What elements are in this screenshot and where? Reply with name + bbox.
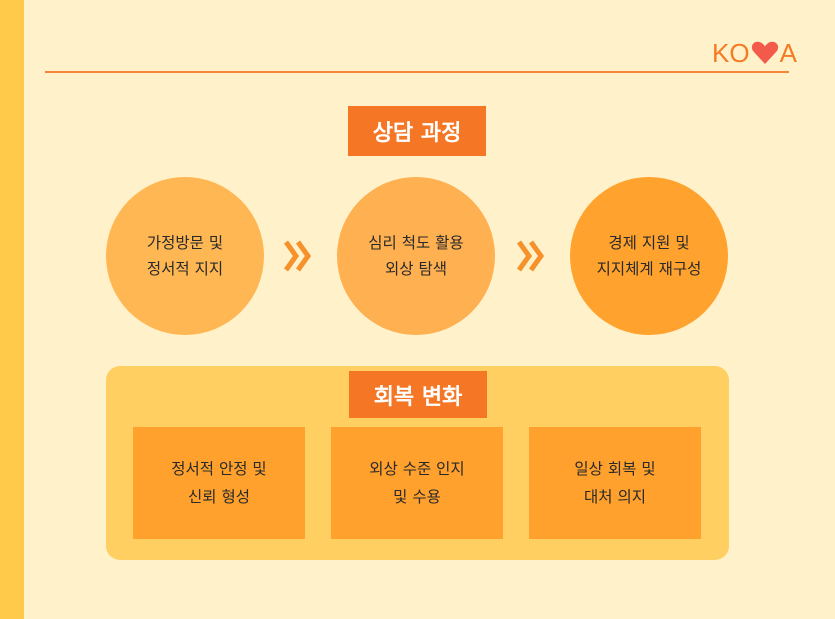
card-3-line-2: 대처 의지 [584,488,646,506]
left-accent-bar [0,0,24,619]
double-chevron-right-icon [516,240,545,272]
card-2-line-1: 외상 수준 인지 [369,460,465,478]
double-chevron-right-icon [283,240,312,272]
change-title: 회복 변화 [349,371,487,418]
kova-logo: KO A [712,38,797,68]
process-step-2: 심리 척도 활용 외상 탐색 [337,177,495,335]
card-2-line-2: 및 수용 [393,488,441,506]
change-card-2: 외상 수준 인지 및 수용 [331,427,503,539]
process-step-1: 가정방문 및 정서적 지지 [106,177,264,335]
card-3-line-1: 일상 회복 및 [574,460,656,478]
heart-icon [751,41,778,64]
process-title: 상담 과정 [348,106,486,156]
step-3-line-1: 경제 지원 및 [608,234,690,252]
process-step-3: 경제 지원 및 지지체계 재구성 [570,177,728,335]
step-1-line-1: 가정방문 및 [146,234,224,252]
logo-text-right: A [779,37,797,68]
step-1-line-2: 정서적 지지 [146,260,224,278]
step-2-line-1: 심리 척도 활용 [368,234,464,252]
header-divider [45,71,789,73]
card-1-line-1: 정서적 안정 및 [171,460,267,478]
step-2-line-2: 외상 탐색 [385,260,447,278]
step-3-line-2: 지지체계 재구성 [596,260,702,278]
change-card-1: 정서적 안정 및 신뢰 형성 [133,427,305,539]
card-1-line-2: 신뢰 형성 [188,488,250,506]
change-card-3: 일상 회복 및 대처 의지 [529,427,701,539]
logo-text-left: KO [712,37,750,68]
